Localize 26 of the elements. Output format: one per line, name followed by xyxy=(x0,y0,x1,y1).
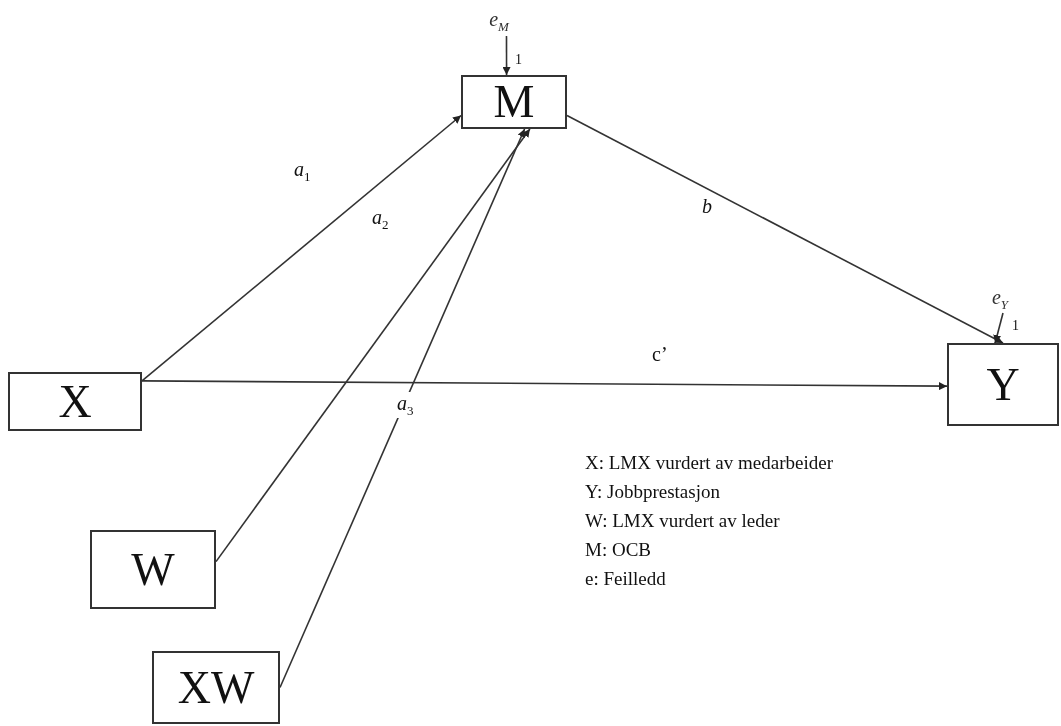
variable-box xyxy=(8,372,142,431)
path-arrow xyxy=(566,114,1004,344)
path-arrow xyxy=(141,380,948,391)
variable-box xyxy=(152,651,280,724)
edge-label: 1 xyxy=(514,52,523,68)
legend-note: M: OCB xyxy=(585,539,651,562)
variable-name: W xyxy=(131,546,175,593)
variable-name: Y xyxy=(986,361,1020,408)
edge-label: a$_{3}$ xyxy=(395,392,416,419)
variable-box xyxy=(90,530,216,609)
variable-box xyxy=(461,75,567,129)
path-arrow xyxy=(141,114,462,382)
path-arrow xyxy=(502,35,511,76)
path-arrow xyxy=(993,312,1004,344)
variable-name: XW xyxy=(177,664,255,711)
legend-note: W: LMX vurdert av leder xyxy=(585,510,780,533)
variable-box xyxy=(947,343,1059,426)
path-arrow xyxy=(215,128,531,563)
error-term-label: e$_{Y}$ xyxy=(985,285,1015,313)
legend-note: Y: Jobbprestasjon xyxy=(585,481,720,504)
variable-name: X xyxy=(58,378,92,425)
variable-name: M xyxy=(493,79,535,125)
error-term-label: e$_{M}$ xyxy=(482,6,516,36)
edge-label: 1 xyxy=(1011,318,1020,334)
legend-note: e: Feilledd xyxy=(585,568,666,591)
legend-note: X: LMX vurdert av medarbeider xyxy=(585,452,833,475)
